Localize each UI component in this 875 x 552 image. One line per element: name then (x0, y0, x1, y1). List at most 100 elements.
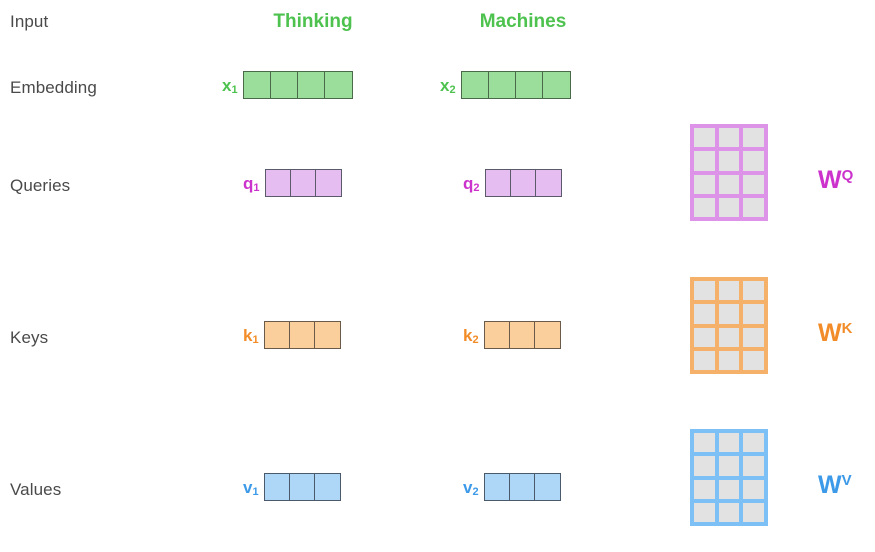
row-label-values: Values (10, 480, 62, 499)
matrix-cell (694, 502, 715, 522)
vector-cell (509, 322, 535, 348)
matrix-cell (694, 128, 715, 148)
matrix-cell (743, 197, 764, 217)
matrix-cell (743, 327, 764, 347)
vector-label-x1-sub: 1 (231, 83, 238, 96)
vector-v2: v2 (463, 473, 561, 501)
matrix-cell (694, 433, 715, 453)
vector-label-q1-sub: 1 (253, 181, 260, 194)
weight-matrix-wq (690, 124, 768, 221)
vector-cell (484, 474, 510, 500)
row-label-keys: Keys (10, 328, 49, 347)
matrix-cell (743, 151, 764, 171)
vector-cell (265, 170, 291, 196)
vector-cell (264, 322, 290, 348)
vector-label-k1-base: k (243, 325, 253, 345)
vector-label-v2-base: v (463, 477, 473, 497)
vector-label-q1: q1 (243, 175, 260, 194)
matrix-cell (694, 304, 715, 324)
vector-k1: k1 (243, 321, 341, 349)
vector-label-k2: k2 (463, 327, 479, 346)
matrix-cell (694, 327, 715, 347)
vector-cell (314, 474, 340, 500)
vector-label-x2-sub: 2 (449, 83, 456, 96)
vector-cell (290, 170, 316, 196)
vector-label-k2-sub: 2 (472, 333, 479, 346)
weight-matrix-label-wv: WV (818, 473, 852, 498)
vector-cell (509, 474, 535, 500)
matrix-cell (743, 433, 764, 453)
vector-cell (297, 72, 325, 98)
weight-matrix-label-wq-base: W (818, 166, 842, 194)
matrix-cell (718, 174, 740, 194)
vector-label-v1-base: v (243, 477, 253, 497)
vector-boxes-x1 (242, 71, 353, 99)
vector-cell (289, 322, 315, 348)
matrix-cell (718, 151, 740, 171)
vector-boxes-k2 (483, 321, 561, 349)
matrix-cell (694, 281, 715, 301)
matrix-cell (743, 502, 764, 522)
matrix-cell (743, 479, 764, 499)
vector-label-x1-base: x (222, 75, 232, 95)
weight-matrix-label-wk: WK (818, 321, 852, 346)
matrix-cell (718, 128, 740, 148)
matrix-cell (718, 350, 740, 370)
matrix-cell (718, 502, 740, 522)
vector-cell (535, 170, 561, 196)
vector-cell (270, 72, 298, 98)
vector-cell (515, 72, 543, 98)
weight-matrix-label-wk-sup: K (841, 320, 853, 337)
vector-boxes-v1 (263, 473, 341, 501)
vector-cell (485, 170, 511, 196)
matrix-cell (718, 197, 740, 217)
vector-k2: k2 (463, 321, 561, 349)
vector-label-k1-sub: 1 (252, 333, 259, 346)
row-label-queries: Queries (10, 176, 71, 195)
vector-label-q2: q2 (463, 173, 480, 194)
vector-cell (264, 474, 290, 500)
vector-cell (542, 72, 570, 98)
vector-q1: q1 (243, 169, 342, 197)
vector-cell (534, 474, 560, 500)
vector-boxes-q1 (264, 169, 342, 197)
matrix-cell (718, 327, 740, 347)
row-label-embedding: Embedding (10, 78, 97, 97)
vector-cell (461, 72, 489, 98)
matrix-cell (718, 479, 740, 499)
matrix-cell (718, 304, 740, 324)
vector-x2: x2 (440, 71, 571, 99)
matrix-cell (743, 456, 764, 476)
weight-matrix-label-wq-sup: Q (841, 167, 854, 184)
weight-matrix-label-wv-base: W (818, 471, 842, 499)
matrix-cell (694, 151, 715, 171)
matrix-cell (718, 281, 740, 301)
vector-label-x2: x2 (440, 75, 456, 96)
vector-cell (488, 72, 516, 98)
matrix-cell (694, 479, 715, 499)
vector-cell (315, 170, 341, 196)
vector-label-v1: v1 (243, 477, 259, 498)
matrix-cell (743, 174, 764, 194)
weight-matrix-wk (690, 277, 768, 374)
vector-label-v2: v2 (463, 477, 479, 498)
vector-boxes-v2 (483, 473, 561, 501)
column-header-thinking: Thinking (273, 11, 353, 32)
matrix-cell (694, 197, 715, 217)
matrix-cell (743, 350, 764, 370)
vector-v1: v1 (243, 473, 341, 501)
matrix-cell (694, 456, 715, 476)
matrix-cell (743, 304, 764, 324)
vector-boxes-x2 (460, 71, 571, 99)
row-label-input: Input (10, 12, 49, 31)
vector-cell (243, 72, 271, 98)
matrix-cell (743, 281, 764, 301)
vector-label-q2-base: q (463, 173, 474, 193)
vector-label-x1: x1 (222, 75, 238, 96)
vector-label-x2-base: x (440, 75, 450, 95)
vector-boxes-q2 (484, 169, 562, 197)
vector-cell (484, 322, 510, 348)
weight-matrix-label-wv-sup: V (841, 472, 852, 489)
matrix-cell (743, 128, 764, 148)
